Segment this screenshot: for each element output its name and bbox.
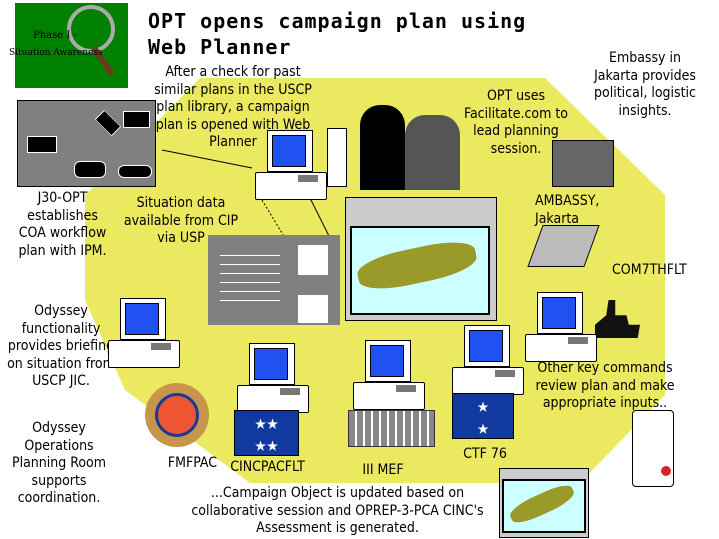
label-com7thflt: COM7THFLT xyxy=(612,262,687,278)
badge-line1: Phase I - xyxy=(33,30,77,41)
label-iiimef: III MEF xyxy=(362,462,404,478)
marine-seal-icon xyxy=(145,383,209,447)
assessment-window[interactable] xyxy=(499,468,589,538)
four-star-flag: ★★★★ xyxy=(234,410,299,456)
note-j30: J30-OPT establishes COA workflow plan wi… xyxy=(18,190,107,259)
note-campaign: ...Campaign Object is updated based on c… xyxy=(191,485,484,536)
badge-line2: Situation Awareness xyxy=(9,48,103,58)
note-library: After a check for past similar plans in … xyxy=(154,64,312,150)
scroll-icon xyxy=(632,410,674,487)
computer-cincpacflt xyxy=(237,343,317,413)
two-star-flag: ★★ xyxy=(452,393,514,439)
computer-opt xyxy=(255,130,335,200)
note-other-commands: Other key commands review plan and make … xyxy=(535,360,675,411)
computer-iiimef xyxy=(353,340,433,410)
label-cincpacflt: CINCPACFLT xyxy=(230,459,305,475)
computer-com7thflt xyxy=(525,292,605,362)
note-embassy: Embassy in Jakarta provides political, l… xyxy=(594,50,696,119)
label-ambassy: AMBASSY, Jakarta xyxy=(535,193,600,227)
castle-icon xyxy=(552,140,614,187)
computer-odyssey xyxy=(108,298,188,368)
magnifier-icon xyxy=(67,5,115,53)
document-panel xyxy=(208,235,340,325)
note-odyssey-func: Odyssey functionality provides briefing … xyxy=(7,303,115,389)
building-icon xyxy=(348,410,435,447)
computer-tower xyxy=(327,128,347,187)
label-fmfpac: FMFPAC xyxy=(167,455,218,471)
note-situation: Situation data available from CIP via US… xyxy=(123,195,239,246)
arrow-to-pc xyxy=(161,149,253,169)
computer-ctf76 xyxy=(452,325,532,395)
note-opt-uses: OPT uses Facilitate.com to lead planning… xyxy=(464,88,568,157)
label-ctf76: CTF 76 xyxy=(463,446,507,462)
people-silhouette xyxy=(360,100,460,190)
arrow-dashed xyxy=(261,199,286,239)
page-title: OPT opens campaign plan using Web Planne… xyxy=(148,9,527,59)
note-odyssey-room: Odyssey Operations Planning Room support… xyxy=(11,420,107,506)
phase-badge: Phase I - Situation Awareness xyxy=(9,3,128,88)
workflow-diagram xyxy=(17,100,156,187)
web-planner-window[interactable] xyxy=(345,197,497,321)
